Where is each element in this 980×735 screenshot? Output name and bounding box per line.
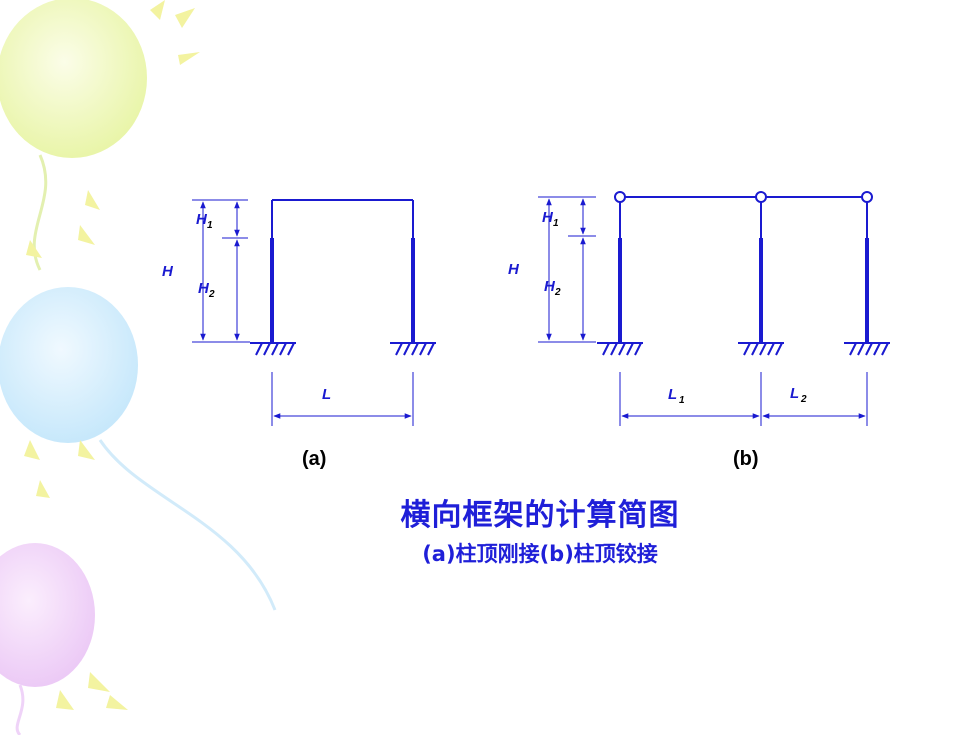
label-b-L1: L bbox=[668, 386, 677, 403]
label-a-H2: H bbox=[198, 280, 210, 297]
frame-diagram-b bbox=[538, 191, 890, 426]
yellow-balloon bbox=[0, 0, 147, 158]
label-a-H: H bbox=[162, 263, 174, 280]
label-b-L2-sub: 2 bbox=[800, 394, 807, 405]
hinge-b-mid bbox=[755, 191, 767, 203]
label-b-H: H bbox=[508, 261, 520, 278]
fixed-support-b-left bbox=[597, 342, 643, 356]
label-b-H1-sub: 1 bbox=[553, 218, 559, 229]
label-a-L: L bbox=[322, 386, 331, 403]
labels-a: H H 1 H 2 L (a) bbox=[162, 211, 331, 470]
label-a-H1: H bbox=[196, 211, 208, 228]
span-dimension-b bbox=[619, 372, 868, 426]
label-b-H1: H bbox=[542, 209, 554, 226]
label-b-H2: H bbox=[544, 278, 556, 295]
blue-balloon bbox=[0, 287, 138, 443]
frame-diagram-a bbox=[192, 199, 436, 426]
label-a-H2-sub: 2 bbox=[208, 289, 215, 300]
hinge-b-right bbox=[861, 191, 873, 203]
hinge-b-left bbox=[614, 191, 626, 203]
span-dimension-a bbox=[271, 372, 414, 426]
label-b-H2-sub: 2 bbox=[554, 287, 561, 298]
fixed-support-a-right bbox=[390, 342, 436, 356]
decorative-balloons bbox=[0, 0, 277, 735]
caption-a: (a) bbox=[302, 448, 326, 470]
figure-caption-title: 横向框架的计算简图 bbox=[400, 498, 680, 533]
labels-b: H H 1 H 2 L 1 L 2 (b) bbox=[508, 209, 807, 470]
yellow-balloon-string bbox=[32, 154, 48, 271]
height-dimension-b bbox=[538, 196, 596, 343]
caption-b: (b) bbox=[733, 448, 759, 470]
label-a-H1-sub: 1 bbox=[207, 220, 213, 231]
fixed-support-a-left bbox=[250, 342, 296, 356]
pink-balloon-string bbox=[15, 684, 25, 735]
blue-balloon-string bbox=[98, 439, 277, 611]
height-dimension-a bbox=[192, 199, 250, 343]
pink-balloon bbox=[0, 543, 95, 687]
fixed-support-b-mid bbox=[738, 342, 784, 356]
label-b-L2: L bbox=[790, 385, 799, 402]
fixed-support-b-right bbox=[844, 342, 890, 356]
figure-caption-subtitle: (a)柱顶刚接(b)柱顶铰接 bbox=[422, 542, 658, 566]
label-b-L1-sub: 1 bbox=[679, 395, 685, 406]
